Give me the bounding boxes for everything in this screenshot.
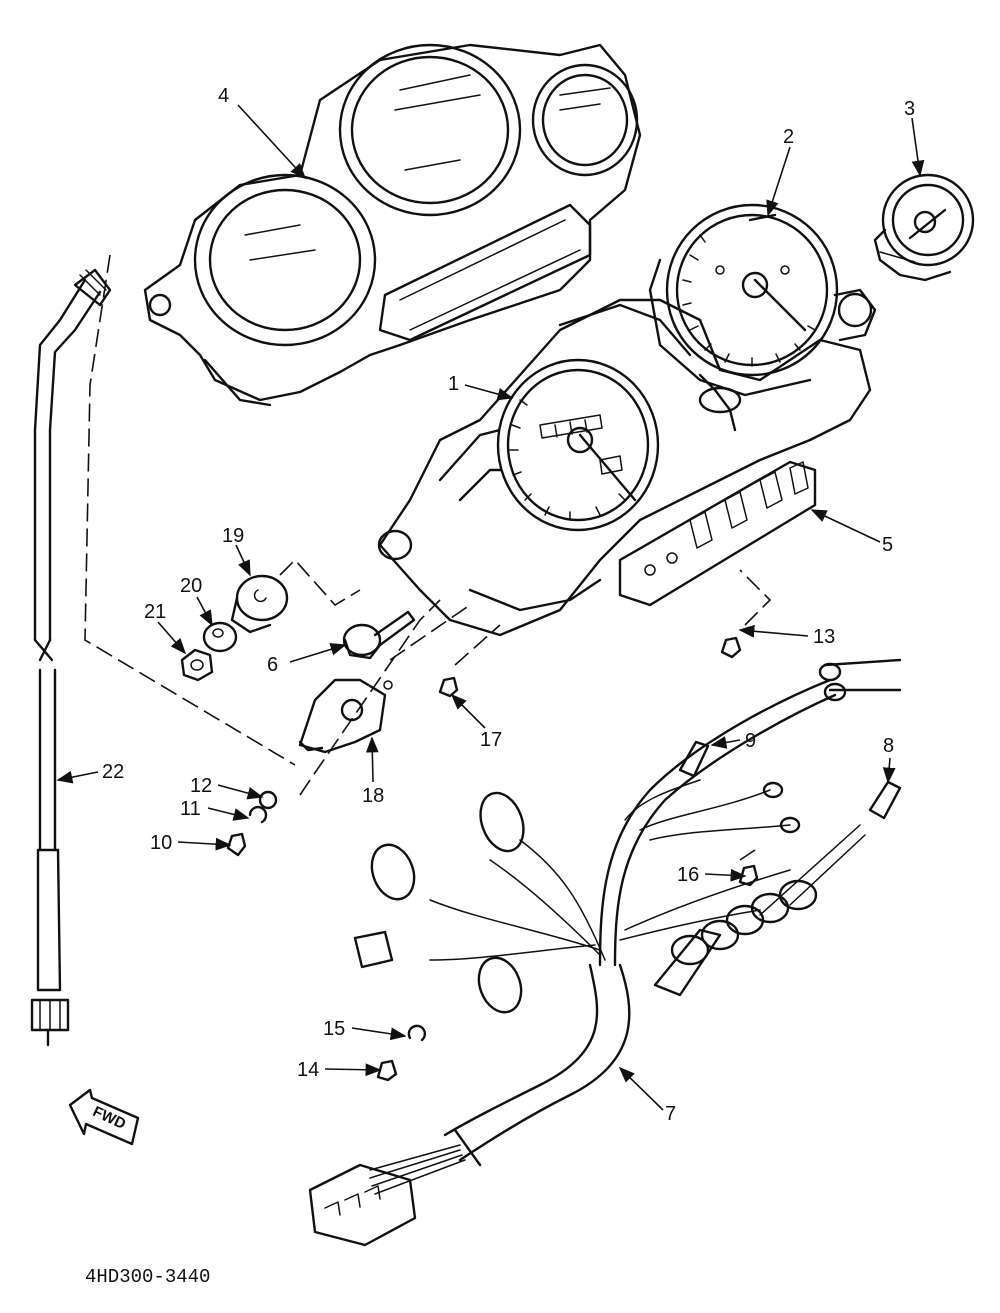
part-9-bulb — [678, 740, 710, 778]
callout-15: 15 — [323, 1018, 345, 1040]
callout-20: 20 — [180, 575, 202, 597]
callout-7: 7 — [665, 1103, 676, 1125]
tachometer-part — [648, 203, 877, 397]
part-21-nut — [180, 648, 214, 682]
part-15-clip — [407, 1024, 427, 1042]
part-12-washer — [258, 790, 278, 810]
callout-13: 13 — [813, 626, 835, 648]
part-7-harness — [308, 658, 902, 1247]
callout-3: 3 — [904, 98, 915, 120]
callout-12: 12 — [190, 775, 212, 797]
callout-16: 16 — [677, 864, 699, 886]
diagram-code: 4HD300-3440 — [85, 1266, 210, 1288]
callout-11: 11 — [180, 798, 201, 820]
part-19-cap — [230, 574, 289, 634]
callout-18: 18 — [362, 785, 384, 807]
callout-4: 4 — [218, 85, 229, 107]
assembly-lines — [84, 254, 772, 861]
callout-1: 1 — [448, 373, 459, 395]
part-18-drive — [298, 678, 393, 754]
callout-21: 21 — [144, 601, 166, 623]
indicator-panel-part — [618, 460, 817, 607]
callout-9: 9 — [745, 730, 756, 752]
part-13-screw — [720, 636, 742, 659]
part-6-gear — [342, 610, 416, 660]
part-11-clip — [248, 805, 268, 824]
callout-17: 17 — [480, 729, 502, 751]
forward-arrow-icon: FWD — [68, 1088, 140, 1146]
part-20-grommet — [202, 621, 238, 653]
part-10-screw — [226, 832, 247, 857]
callout-2: 2 — [783, 126, 794, 148]
callout-19: 19 — [222, 525, 244, 547]
part-17-screw — [438, 676, 459, 698]
small-hardware — [226, 636, 759, 1082]
part-22-cable — [30, 268, 112, 1047]
callout-labels: 1 2 3 4 5 6 7 8 9 10 11 12 13 14 15 16 1… — [102, 85, 915, 1125]
callout-22: 22 — [102, 761, 124, 783]
callout-6: 6 — [267, 654, 278, 676]
indicator-unit-part — [873, 173, 975, 282]
callout-14: 14 — [297, 1059, 319, 1081]
callout-5: 5 — [882, 534, 893, 556]
part-14-screw — [376, 1059, 398, 1082]
leader-lines — [56, 104, 925, 1111]
speedometer-part — [496, 358, 660, 532]
part-8-bulb — [868, 780, 902, 820]
callout-10: 10 — [150, 832, 172, 854]
meter-cover-part — [143, 43, 642, 407]
callout-8: 8 — [883, 735, 894, 757]
